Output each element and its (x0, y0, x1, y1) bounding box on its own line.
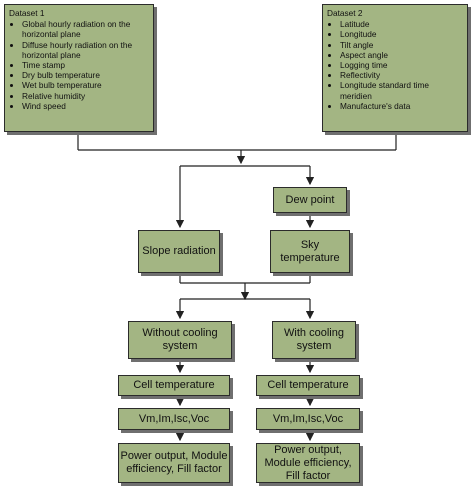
cell-temperature-right-label: Cell temperature (267, 379, 349, 391)
parameters-right-node: Vm,Im,Isc,Voc (256, 408, 360, 430)
list-item: Longitude standard time meridien (340, 80, 463, 100)
output-left-label: Power output, Module efficiency, Fill fa… (120, 450, 228, 475)
dataset-1-list: Global hourly radiation on the horizonta… (9, 19, 149, 111)
sky-temperature-node: Sky temperature (270, 230, 350, 273)
without-cooling-node: Without cooling system (128, 321, 232, 359)
list-item: Latitude (340, 19, 463, 29)
list-item: Manufacture's data (340, 101, 463, 111)
list-item: Dry bulb temperature (22, 70, 149, 80)
list-item: Tilt angle (340, 40, 463, 50)
dew-point-node: Dew point (273, 187, 347, 213)
with-cooling-node: With cooling system (272, 321, 356, 359)
list-item: Time stamp (22, 60, 149, 70)
without-cooling-label: Without cooling system (142, 327, 218, 352)
list-item: Logging time (340, 60, 463, 70)
dataset-2-list: Latitude Longitude Tilt angle Aspect ang… (327, 19, 463, 111)
parameters-right-label: Vm,Im,Isc,Voc (272, 412, 344, 425)
dew-point-label: Dew point (285, 193, 335, 206)
output-right-node: Power output, Module efficiency, Fill fa… (256, 443, 360, 483)
list-item: Reflectivity (340, 70, 463, 80)
slope-radiation-label: Slope radiation (142, 245, 216, 257)
cell-temperature-left-label: Cell temperature (133, 379, 215, 391)
list-item: Longitude (340, 29, 463, 39)
list-item: Wet bulb temperature (22, 80, 149, 90)
list-item: Diffuse hourly radiation on the horizont… (22, 40, 149, 60)
dataset-2-box: Dataset 2 Latitude Longitude Tilt angle … (322, 4, 468, 132)
list-item: Aspect angle (340, 50, 463, 60)
list-item: Wind speed (22, 101, 149, 111)
dataset-2-title: Dataset 2 (327, 8, 363, 18)
sky-temperature-label: Sky temperature (280, 238, 340, 264)
list-item: Global hourly radiation on the horizonta… (22, 19, 149, 39)
output-right-label: Power output, Module efficiency, Fill fa… (264, 443, 352, 482)
slope-radiation-node: Slope radiation (138, 230, 220, 273)
cell-temperature-left-node: Cell temperature (118, 375, 230, 396)
dataset-1-box: Dataset 1 Global hourly radiation on the… (4, 4, 154, 132)
cell-temperature-right-node: Cell temperature (256, 375, 360, 396)
dataset-1-title: Dataset 1 (9, 8, 45, 18)
output-left-node: Power output, Module efficiency, Fill fa… (118, 443, 230, 483)
with-cooling-label: With cooling system (284, 327, 344, 352)
parameters-left-node: Vm,Im,Isc,Voc (118, 408, 230, 430)
list-item: Relative humidity (22, 91, 149, 101)
parameters-left-label: Vm,Im,Isc,Voc (138, 412, 210, 425)
